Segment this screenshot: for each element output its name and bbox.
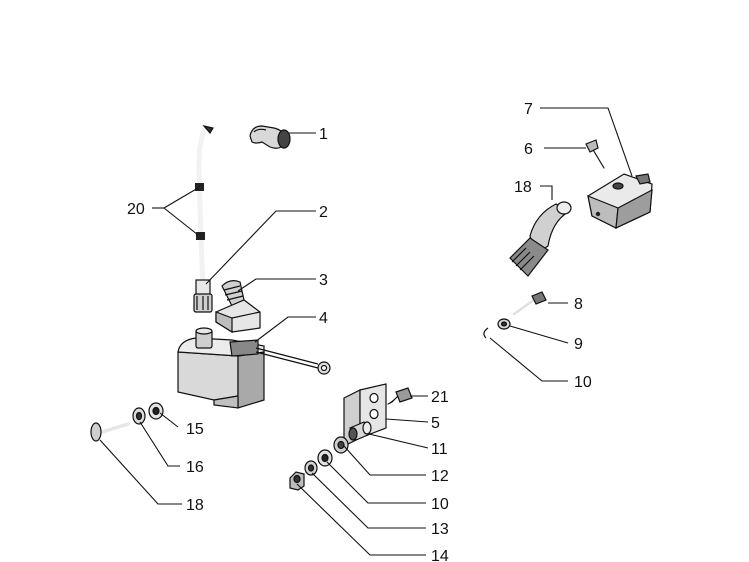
callout-labels: 1 2 3 4 20 7 6 18 8 9 10 21 5 11 12 10 1… bbox=[127, 101, 592, 562]
part-11-spacer bbox=[348, 421, 372, 441]
leader-lines bbox=[99, 107, 633, 556]
part-12-washer bbox=[333, 436, 349, 454]
callout-12: 12 bbox=[431, 468, 449, 485]
part-3-plug-connector bbox=[215, 280, 261, 334]
callout-6: 6 bbox=[524, 141, 533, 158]
callout-10-right: 10 bbox=[574, 374, 592, 391]
callout-21: 21 bbox=[431, 389, 449, 406]
part-8-screw bbox=[512, 291, 547, 316]
part-10-clip bbox=[483, 327, 489, 339]
callout-15: 15 bbox=[186, 421, 204, 438]
callout-18-left: 18 bbox=[186, 497, 204, 514]
callout-7: 7 bbox=[524, 101, 533, 118]
part-21-screw bbox=[387, 387, 413, 405]
part-18-bolt-left bbox=[90, 422, 130, 442]
part-4-ignition-coil bbox=[177, 327, 331, 409]
callout-14: 14 bbox=[431, 548, 449, 562]
callout-20: 20 bbox=[127, 201, 145, 218]
callout-13: 13 bbox=[431, 521, 449, 538]
callout-4: 4 bbox=[319, 310, 328, 327]
part-6-screw bbox=[585, 139, 605, 169]
callout-10-bottom: 10 bbox=[431, 496, 449, 513]
part-20-ht-lead bbox=[193, 125, 214, 313]
callout-16: 16 bbox=[186, 459, 204, 476]
part-13-washer bbox=[304, 460, 318, 476]
part-18-boot-right bbox=[509, 201, 572, 277]
part-7-module bbox=[587, 173, 653, 229]
part-15-washer bbox=[148, 402, 164, 420]
callout-2: 2 bbox=[319, 204, 328, 221]
part-9-washer bbox=[497, 318, 511, 330]
callout-3: 3 bbox=[319, 272, 328, 289]
part-16-washer bbox=[132, 407, 146, 425]
callout-1: 1 bbox=[319, 126, 328, 143]
part-1-elbow-boot bbox=[249, 125, 291, 149]
part-14-nut bbox=[289, 471, 305, 491]
part-10-washer bbox=[317, 449, 333, 467]
callout-11: 11 bbox=[431, 441, 448, 458]
callout-18-right: 18 bbox=[514, 179, 532, 196]
callout-9: 9 bbox=[574, 336, 583, 353]
callout-5: 5 bbox=[431, 415, 440, 432]
callout-8: 8 bbox=[574, 296, 583, 313]
